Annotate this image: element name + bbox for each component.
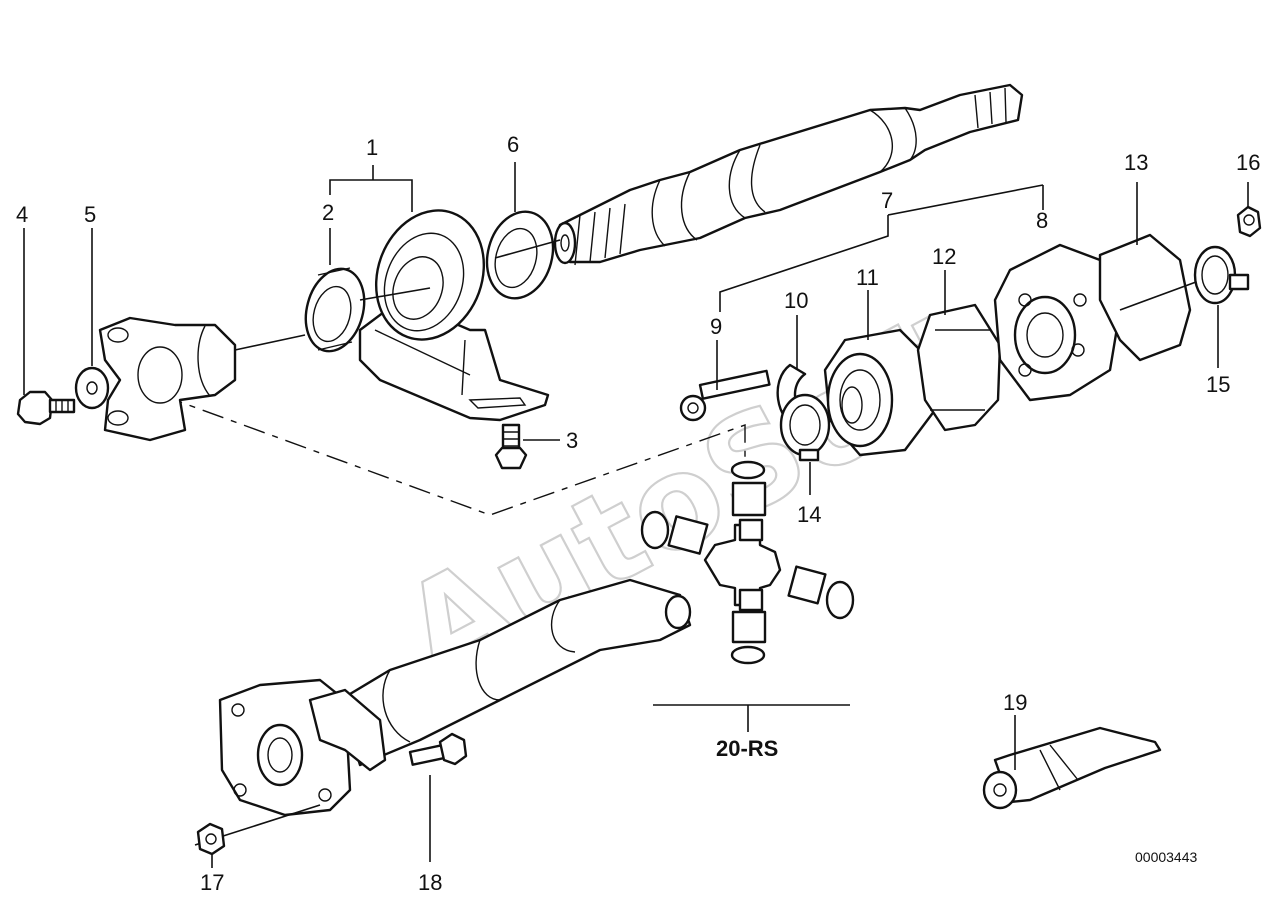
callout-9: 9	[710, 314, 722, 339]
flange-bolt	[679, 369, 771, 422]
grease-tube	[982, 726, 1162, 810]
centering-sleeve	[823, 328, 937, 457]
flex-disc	[993, 243, 1122, 402]
callout-11: 11	[856, 265, 879, 290]
universal-joint	[640, 460, 855, 665]
callout-12: 12	[932, 244, 956, 269]
washer	[74, 366, 110, 410]
callout-2: 2	[322, 200, 334, 225]
callout-7: 7	[881, 188, 893, 213]
sliding-yoke	[98, 316, 237, 442]
callout-8: 8	[1036, 208, 1048, 233]
callout-16: 16	[1236, 150, 1260, 175]
self-locking-nut-top	[1236, 205, 1262, 238]
leader-lines	[23, 162, 1249, 868]
callout-15: 15	[1206, 372, 1230, 397]
assembly-centerline	[119, 379, 746, 516]
axis-line-bearing	[359, 287, 431, 301]
backing-plate	[1098, 233, 1192, 362]
hose-clamp	[1193, 245, 1250, 305]
upper-drive-shaft	[553, 83, 1024, 266]
flex-disc-plate	[916, 303, 1002, 432]
callout-5: 5	[84, 202, 96, 227]
callout-20-rs: 20-RS	[716, 736, 778, 761]
lower-drive-shaft	[218, 578, 692, 817]
clamp-ring	[776, 363, 831, 462]
ball-bearing	[304, 267, 366, 353]
hex-bolt-lower	[408, 732, 468, 766]
dust-cap	[485, 210, 555, 300]
center-bearing-support	[358, 209, 550, 422]
callout-13: 13	[1124, 150, 1148, 175]
self-locking-nut-bottom	[196, 822, 226, 856]
callout-17: 17	[200, 870, 224, 895]
hex-bolt	[16, 390, 76, 426]
callout-14: 14	[797, 502, 821, 527]
callout-18: 18	[418, 870, 442, 895]
callout-10: 10	[784, 288, 808, 313]
callout-4: 4	[16, 202, 28, 227]
callout-1: 1	[366, 135, 378, 160]
axis-line-yoke	[234, 334, 306, 351]
callout-6: 6	[507, 132, 519, 157]
drawing-number: 00003443	[1135, 849, 1198, 865]
callout-3: 3	[566, 428, 578, 453]
callout-19: 19	[1003, 690, 1027, 715]
axis-line-cap	[494, 239, 561, 259]
hex-bolt-support	[494, 423, 528, 470]
